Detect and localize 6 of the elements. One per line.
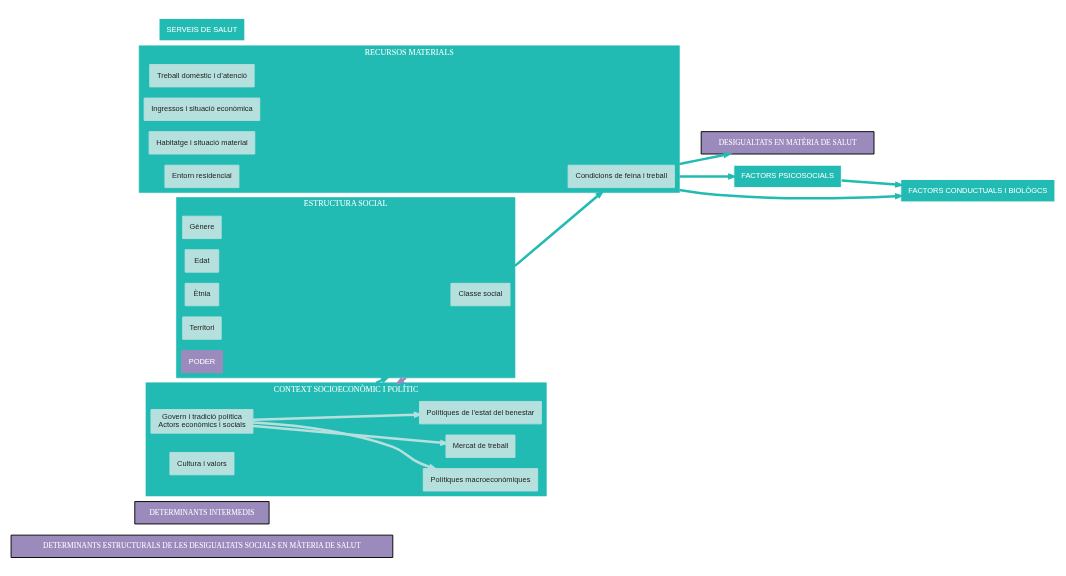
arrow — [679, 173, 738, 180]
arrow — [252, 421, 438, 470]
arrow — [841, 179, 905, 188]
arrow — [679, 151, 733, 166]
arrow — [514, 190, 605, 267]
arrow — [679, 188, 905, 200]
